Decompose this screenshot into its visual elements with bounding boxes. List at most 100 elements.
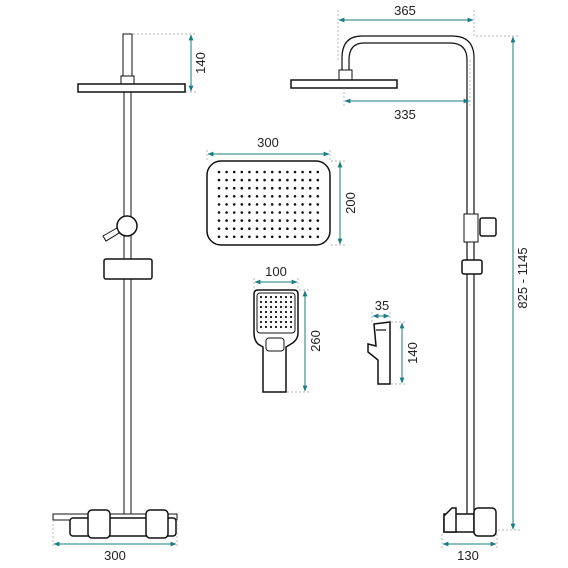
nozzle-hole xyxy=(232,186,236,190)
nozzle-hole xyxy=(308,235,312,239)
nozzle-hole xyxy=(286,235,289,239)
nozzle-hole xyxy=(270,211,274,214)
nozzle-hole xyxy=(217,235,221,239)
nozzle-hole xyxy=(278,211,282,214)
nozzle-hole xyxy=(289,300,293,304)
nozzle-hole xyxy=(279,315,283,319)
nozzle-hole xyxy=(293,170,297,174)
nozzle-hole xyxy=(301,203,304,206)
nozzle-hole xyxy=(286,195,289,198)
nozzle-hole xyxy=(286,227,289,230)
nozzle-hole xyxy=(225,235,228,239)
side-mixer-bracket xyxy=(443,507,457,533)
nozzle-hole xyxy=(270,235,274,239)
nozzle-hole xyxy=(279,310,283,314)
nozzle-hole xyxy=(308,211,312,214)
nozzle-hole xyxy=(284,300,288,304)
nozzle-hole xyxy=(240,203,244,206)
dim-label-head-depth: 200 xyxy=(343,192,358,214)
nozzle-hole xyxy=(293,235,297,239)
nozzle-hole xyxy=(293,203,297,206)
nozzle-hole xyxy=(269,305,273,309)
dim-label-head-width: 300 xyxy=(257,135,279,150)
nozzle-hole xyxy=(270,203,274,206)
nozzle-hole xyxy=(286,186,289,190)
nozzle-hole xyxy=(248,235,251,239)
dim-label-side-head-width: 335 xyxy=(394,107,416,122)
nozzle-hole xyxy=(301,227,304,230)
nozzle-hole xyxy=(270,227,274,230)
nozzle-hole xyxy=(308,170,312,174)
front-diverter-knob xyxy=(116,215,138,237)
nozzle-hole xyxy=(248,203,251,206)
nozzle-hole xyxy=(308,178,312,182)
nozzle-hole xyxy=(263,211,266,214)
front-view: 140 300 xyxy=(52,33,208,563)
side-head-connector xyxy=(338,69,353,81)
nozzle-hole xyxy=(286,178,289,182)
nozzle-hole xyxy=(301,186,304,190)
nozzle-hole xyxy=(217,170,221,174)
nozzle-hole xyxy=(293,195,297,198)
nozzle-hole xyxy=(278,170,282,174)
nozzle-hole xyxy=(232,211,236,214)
nozzle-hole xyxy=(278,203,282,206)
hand-shower-view: 100 260 xyxy=(253,264,323,393)
nozzle-hole xyxy=(240,178,244,182)
nozzle-hole xyxy=(316,170,320,174)
head-plate xyxy=(206,160,331,246)
nozzle-hole xyxy=(316,178,320,182)
nozzle-hole xyxy=(279,325,283,329)
nozzle-hole xyxy=(232,235,236,239)
nozzle-hole xyxy=(255,227,259,230)
nozzle-hole xyxy=(248,195,251,198)
side-diverter-knob xyxy=(479,217,497,237)
nozzle-hole xyxy=(259,310,263,314)
nozzle-hole xyxy=(248,219,251,222)
nozzle-hole xyxy=(293,227,297,230)
nozzle-hole xyxy=(269,315,273,319)
nozzle-hole xyxy=(293,186,297,190)
nozzle-hole xyxy=(225,219,228,222)
nozzle-hole xyxy=(284,315,288,319)
nozzle-hole xyxy=(278,195,282,198)
side-view: 365 335 825 - 1145 130 xyxy=(290,3,530,563)
nozzle-hole xyxy=(225,211,228,214)
nozzle-hole xyxy=(278,178,282,182)
nozzle-hole xyxy=(286,211,289,214)
side-arm-outer xyxy=(341,35,475,516)
nozzle-hole xyxy=(293,178,297,182)
nozzle-hole xyxy=(316,227,320,230)
nozzle-hole xyxy=(289,320,293,324)
nozzle-hole xyxy=(240,235,244,239)
nozzle-hole xyxy=(255,219,259,222)
nozzle-hole xyxy=(301,211,304,214)
nozzle-hole xyxy=(279,300,283,304)
nozzle-hole xyxy=(217,211,221,214)
nozzle-hole xyxy=(263,235,266,239)
nozzle-hole xyxy=(279,295,283,299)
nozzle-hole xyxy=(263,219,266,222)
front-shower-head xyxy=(77,83,186,93)
nozzle-hole xyxy=(301,195,304,198)
nozzle-hole xyxy=(301,235,304,239)
nozzle-hole xyxy=(279,305,283,309)
nozzle-hole xyxy=(274,310,278,314)
nozzle-hole xyxy=(284,320,288,324)
front-diverter-lever xyxy=(102,227,120,242)
nozzle-hole xyxy=(259,320,263,324)
nozzle-hole xyxy=(301,219,304,222)
nozzle-hole xyxy=(274,305,278,309)
nozzle-hole xyxy=(240,227,244,230)
shower-head-top-view: 300 200 xyxy=(206,135,358,246)
nozzle-hole xyxy=(264,315,268,319)
nozzle-hole xyxy=(269,325,273,329)
nozzle-hole xyxy=(316,195,320,198)
nozzle-hole xyxy=(286,170,289,174)
nozzle-hole xyxy=(263,227,266,230)
nozzle-hole xyxy=(217,219,221,222)
nozzle-hole xyxy=(255,178,259,182)
hand-shower-button xyxy=(265,337,285,352)
nozzle-hole xyxy=(269,310,273,314)
